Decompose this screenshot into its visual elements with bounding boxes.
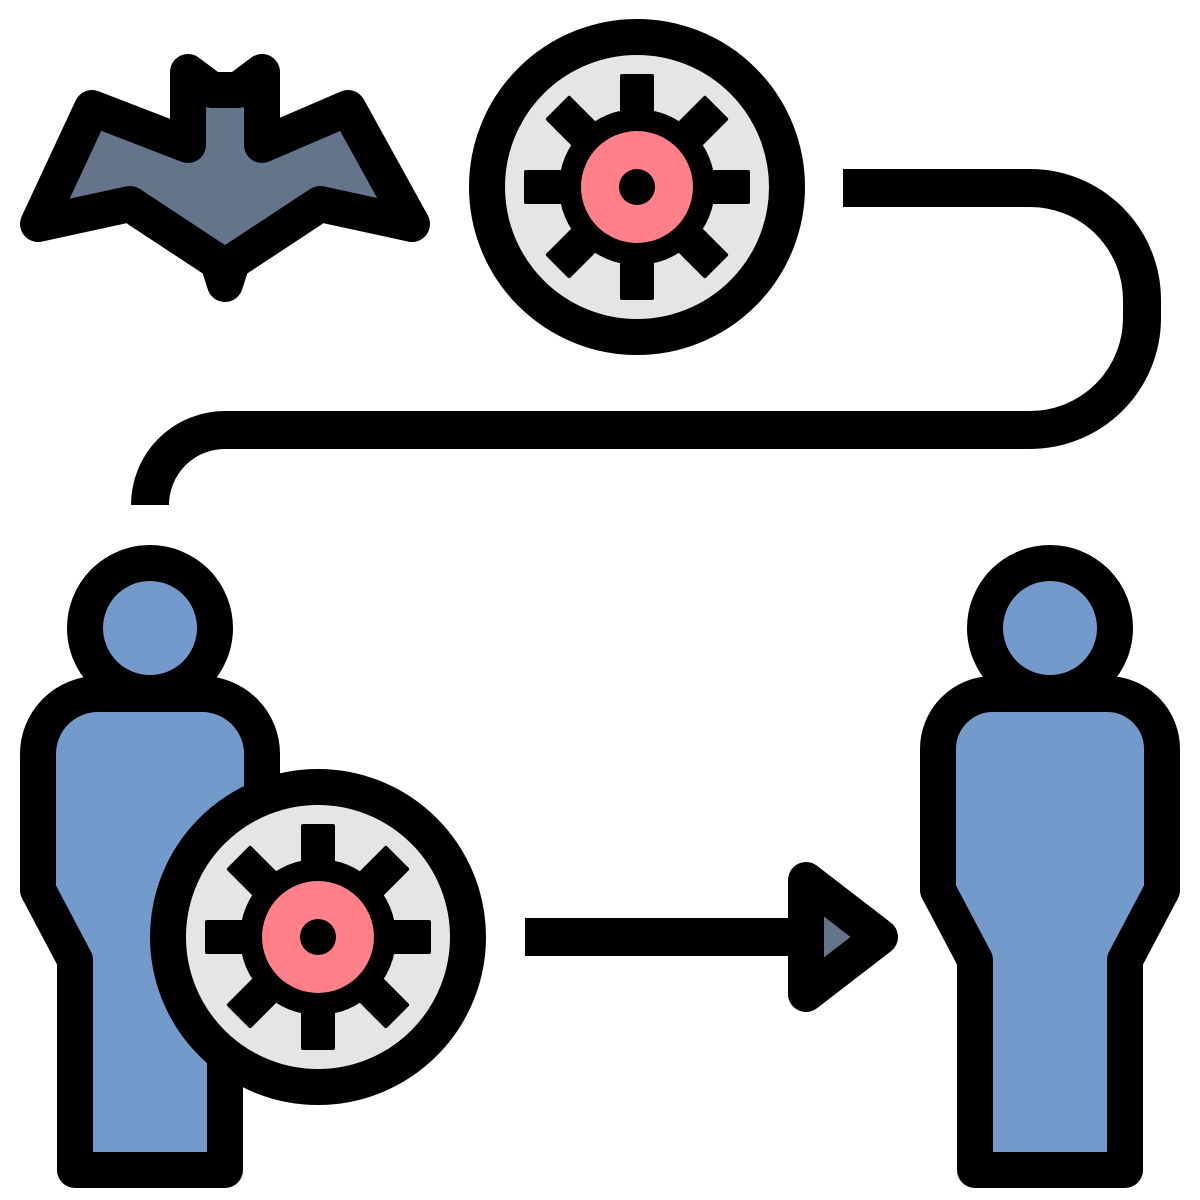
virus-center-top xyxy=(619,169,655,205)
arrow-head xyxy=(788,862,898,1012)
arrow-right-icon xyxy=(525,862,898,1012)
person-head-left xyxy=(67,545,233,711)
virus-center-bottom xyxy=(300,919,336,955)
person-icon-right xyxy=(920,545,1180,1188)
person-head-right xyxy=(967,545,1133,711)
bat-icon xyxy=(20,54,430,302)
person-body-right xyxy=(920,676,1180,1188)
connector-path xyxy=(131,169,1161,506)
virus-gear-icon-bottom xyxy=(150,769,486,1105)
virus-gear-icon-top xyxy=(469,19,805,355)
